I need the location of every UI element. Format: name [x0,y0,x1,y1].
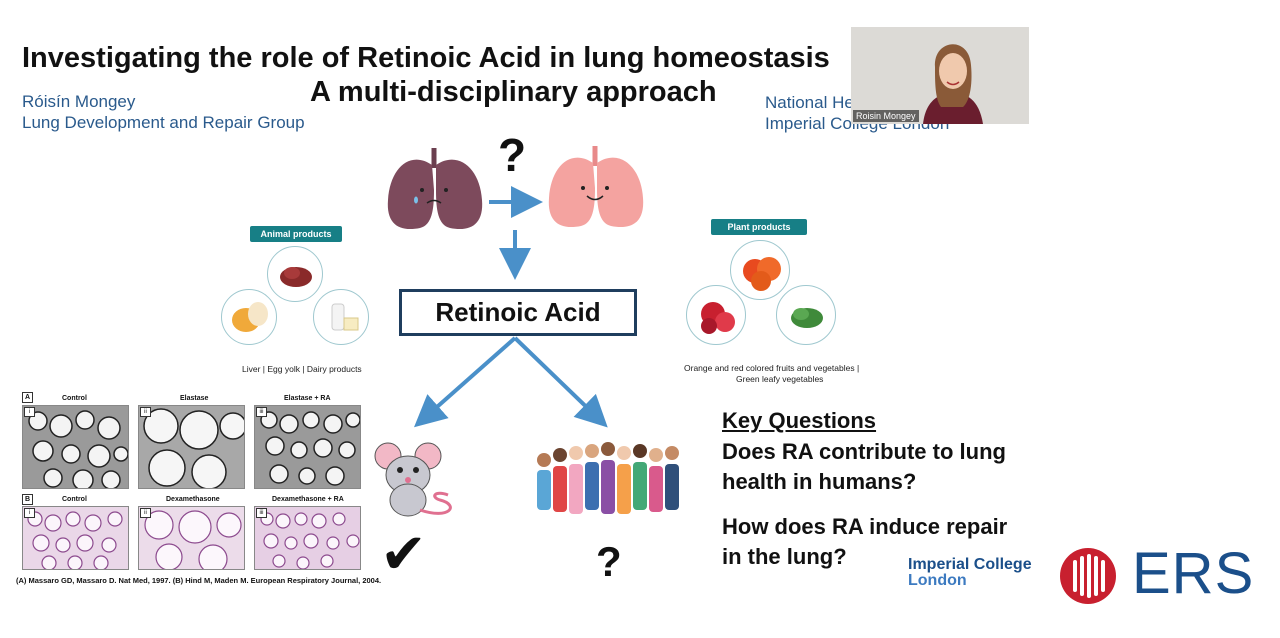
people-crowd-icon [537,442,679,514]
sick-lungs-icon [387,148,483,230]
micrograph-b-dexamethasone-ra: iii [254,506,361,570]
tomatoes-image [730,240,790,300]
ers-logo-mark [1060,548,1116,604]
mouse-icon [374,442,452,517]
animal-products-label: Animal products [250,226,342,242]
panel-a-tag-2: ii [140,407,151,417]
author-name: Róisín Mongey [22,92,136,111]
plant-products-caption-1: Orange and red colored fruits and vegeta… [684,363,860,373]
micrograph-b-dexamethasone: ii [138,506,245,570]
key-question-1-line-1: Does RA contribute to lung [722,439,1006,464]
animal-products-caption: Liver | Egg yolk | Dairy products [242,364,362,374]
key-question-1-line-2: health in humans? [722,469,917,494]
participant-silhouette [851,27,1029,124]
slide-title: Investigating the role of Retinoic Acid … [22,42,830,74]
panel-a-label-3: Elastase + RA [284,395,331,402]
micrograph-a-elastase-ra: iii [254,405,361,489]
dairy-image [313,289,369,345]
imperial-logo-line-1: Imperial College [908,556,1032,573]
micrograph-b-control: i [22,506,129,570]
participant-video[interactable]: Roisin Mongey [851,27,1029,124]
imperial-logo-line-2: London [908,572,967,589]
question-mark-bottom: ? [596,538,622,585]
panel-b-tag-3: iii [256,508,267,518]
panel-b-letter: B [22,494,33,505]
institution-line-1: National He [765,93,854,112]
panel-a-label-2: Elastase [180,395,209,402]
slide-subtitle: A multi-disciplinary approach [310,76,717,108]
panel-a-label-1: Control [62,395,87,402]
panel-b-tag-1: i [24,508,35,518]
key-question-2-line-1: How does RA induce repair [722,514,1008,539]
liver-image [267,246,323,302]
retinoic-acid-box: Retinoic Acid [399,289,637,336]
plant-products-caption-2: Green leafy vegetables [736,374,824,384]
participant-name: Roisin Mongey [853,110,919,122]
egg-image [221,289,277,345]
red-fruits-image [686,285,746,345]
micrograph-a-control: i [22,405,129,489]
reference-citation: (A) Massaro GD, Massaro D. Nat Med, 1997… [16,576,382,585]
check-mark-icon: ✔ [380,522,427,585]
panel-b-label-2: Dexamethasone [166,496,220,503]
panel-b-label-3: Dexamethasone + RA [272,496,344,503]
healthy-lungs-icon [548,146,644,228]
panel-b-tag-2: ii [140,508,151,518]
plant-products-label: Plant products [711,219,807,235]
micrograph-a-elastase: ii [138,405,245,489]
question-mark-top: ? [498,129,527,181]
arrow-down-left [414,336,517,428]
key-questions-heading: Key Questions [722,408,877,433]
leafy-greens-image [776,285,836,345]
panel-b-label-1: Control [62,496,87,503]
ers-logo-text: ERS [1132,541,1255,606]
key-question-2-line-2: in the lung? [722,544,847,569]
author-group: Lung Development and Repair Group [22,113,305,132]
arrow-down-right [513,336,608,428]
panel-a-letter: A [22,392,33,403]
panel-a-tag-3: iii [256,407,267,417]
panel-a-tag-1: i [24,407,35,417]
